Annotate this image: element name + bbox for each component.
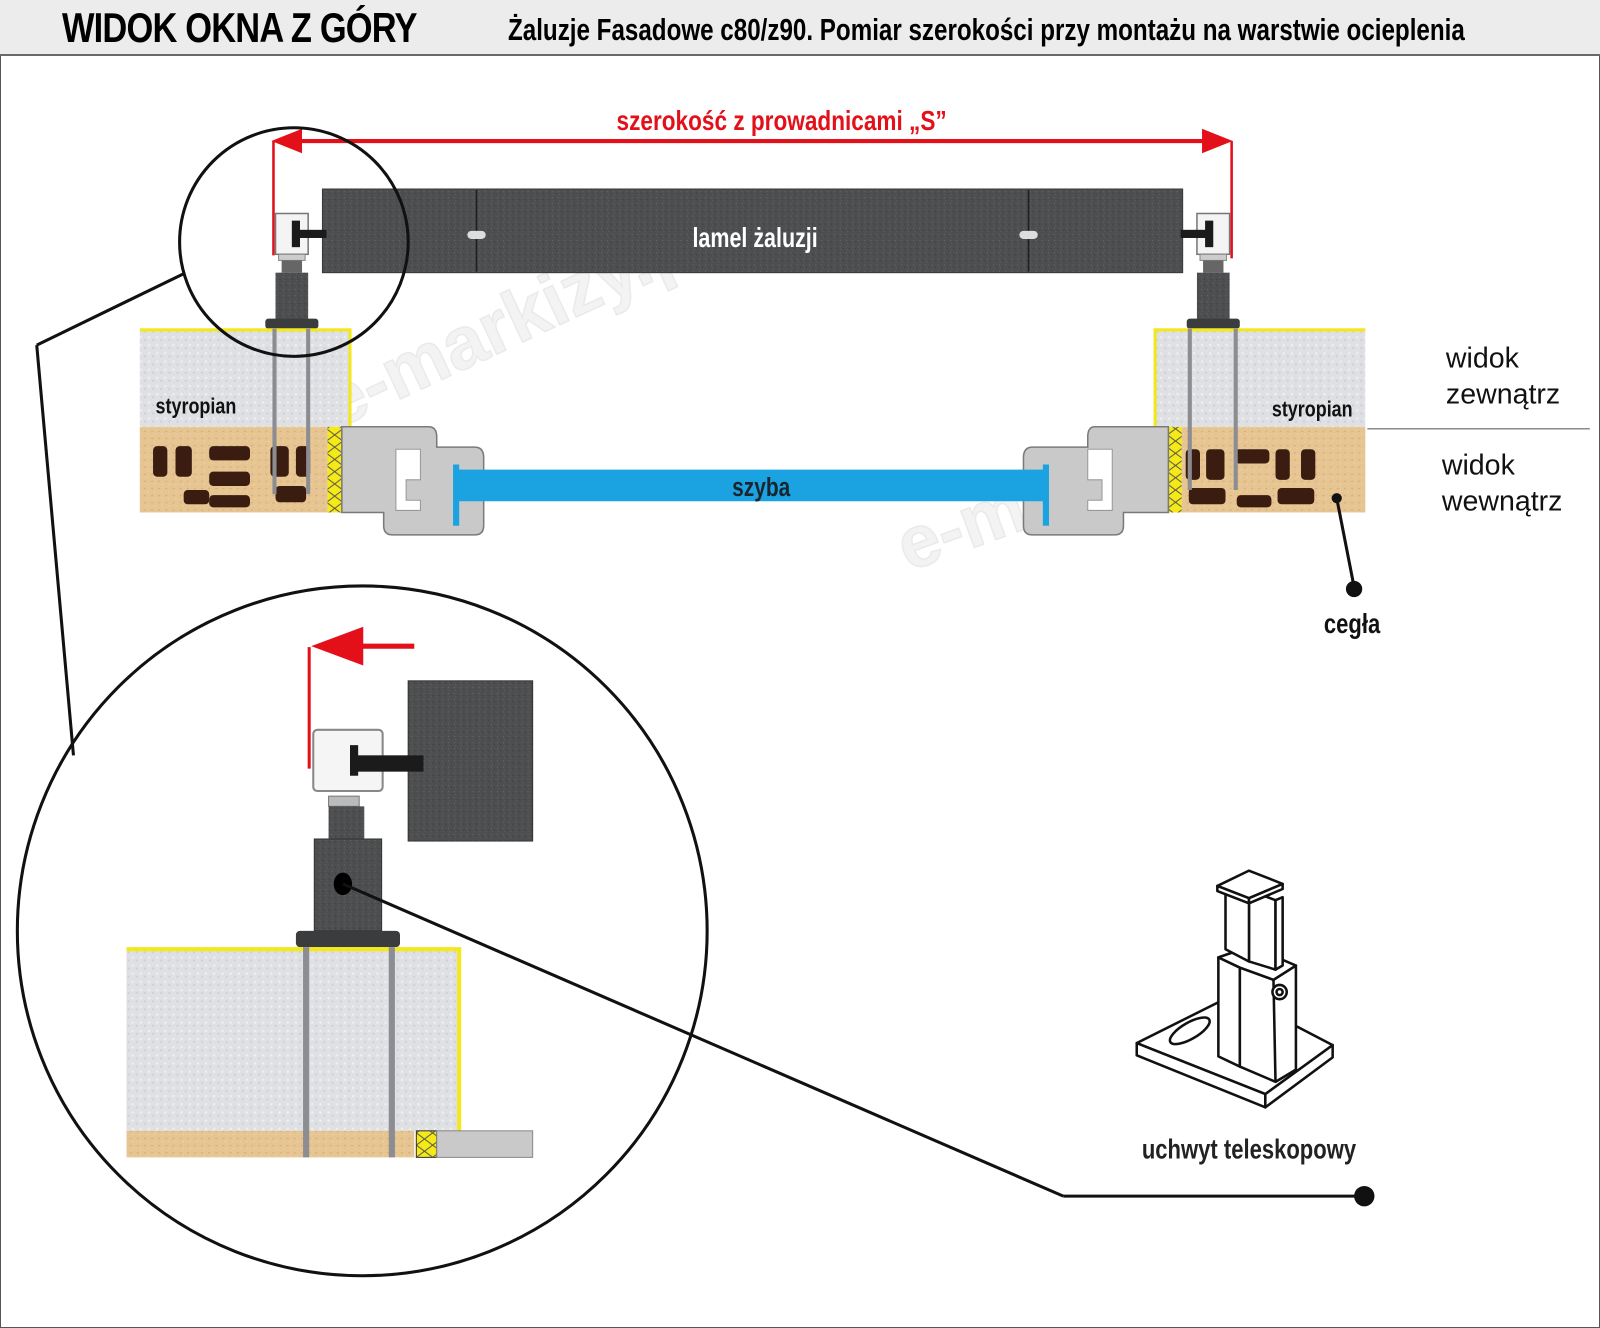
callout-dot-icon <box>1345 580 1363 598</box>
inside-label-2: wewnątrz <box>1441 485 1563 517</box>
detail-magnifier <box>15 126 709 1278</box>
slat-detail <box>407 680 534 842</box>
large-detail-circle <box>15 584 709 1278</box>
view-side-labels: widok zewnątrz widok wewnątrz <box>1367 343 1590 517</box>
enlarged-detail <box>126 626 534 1158</box>
width-dimension-label: szerokość z prowadnicami „S” <box>617 106 947 137</box>
glass-label: szyba <box>732 473 791 501</box>
page-title: WIDOK OKNA Z GÓRY <box>62 4 417 51</box>
styrofoam-left-label: styropian <box>156 395 237 419</box>
brick-label: cegła <box>1324 609 1381 640</box>
inside-label-1: widok <box>1441 450 1516 482</box>
left-guide-rail <box>265 212 327 329</box>
bracket-callout <box>342 882 1375 1207</box>
window-frame-left <box>341 425 485 536</box>
styrofoam-detail <box>126 949 460 1131</box>
header-bar: WIDOK OKNA Z GÓRY Żaluzje Fasadowe c80/z… <box>0 0 1600 56</box>
left-wall: styropian <box>139 328 352 513</box>
brick-callout: cegła <box>1324 493 1381 640</box>
telescopic-bracket-icon <box>1135 869 1334 1109</box>
arrow-left-icon <box>311 626 364 666</box>
width-dimension: szerokość z prowadnicami „S” <box>271 106 1233 259</box>
right-guide-rail <box>1180 212 1240 329</box>
arrow-right-icon <box>1202 128 1233 154</box>
styrofoam-right-label: styropian <box>1272 398 1353 422</box>
slat-label: lamel żaluzji <box>692 224 817 254</box>
seal-tape-left <box>327 426 342 513</box>
callout-dot-icon <box>1354 1185 1375 1207</box>
seal-tape-right <box>1168 426 1182 513</box>
page-subtitle: Żaluzje Fasadowe c80/z90. Pomiar szeroko… <box>508 12 1465 47</box>
bracket-label: uchwyt teleskopowy <box>1142 1134 1356 1165</box>
outside-label-2: zewnątrz <box>1446 378 1560 410</box>
arrow-left-icon <box>271 128 303 154</box>
slat: lamel żaluzji <box>321 188 1184 274</box>
small-detail-circle <box>178 126 410 358</box>
brick-detail <box>126 1130 415 1158</box>
right-wall: styropian <box>1153 328 1366 513</box>
outside-label-1: widok <box>1445 343 1520 375</box>
glass-pane: szyba <box>453 464 1049 526</box>
window-frame-right <box>1022 425 1170 536</box>
